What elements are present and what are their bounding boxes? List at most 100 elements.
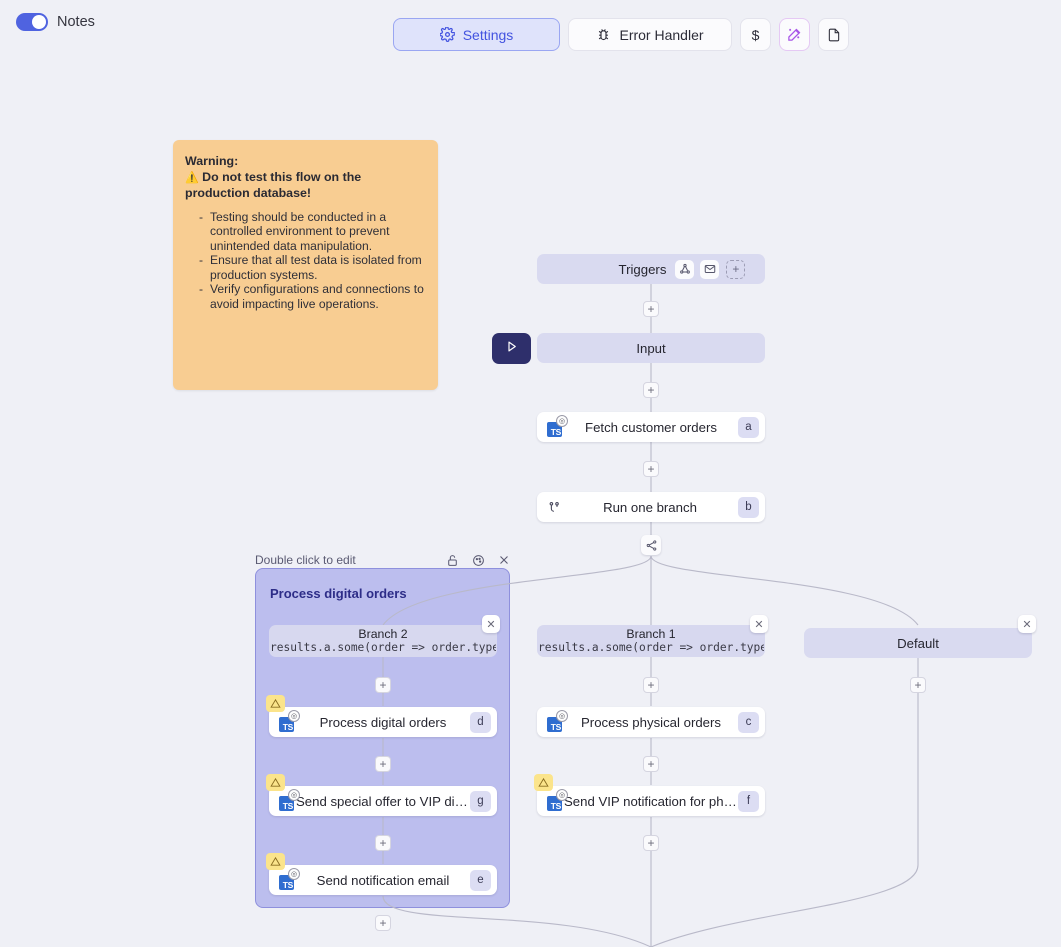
settings-button-label: Settings bbox=[462, 26, 514, 43]
play-icon bbox=[504, 339, 519, 359]
remove-branch-button[interactable]: ✕ bbox=[482, 615, 500, 633]
step-label: Send special offer to VIP digital c... bbox=[296, 793, 470, 809]
note-bullet-list: Testing should be conducted in a control… bbox=[199, 210, 424, 312]
step-node-run-one-branch[interactable]: Run one branch b bbox=[537, 492, 765, 522]
add-step-button[interactable]: + bbox=[375, 756, 391, 772]
list-item: Ensure that all test data is isolated fr… bbox=[199, 253, 424, 282]
branch-default-node[interactable]: Default bbox=[804, 628, 1032, 658]
file-icon bbox=[827, 28, 841, 42]
lock-icon[interactable] bbox=[446, 554, 459, 567]
add-step-button[interactable]: + bbox=[643, 382, 659, 398]
cost-button[interactable]: $ bbox=[740, 18, 771, 51]
step-badge: c bbox=[738, 711, 759, 733]
run-flow-button[interactable] bbox=[492, 333, 531, 364]
branch-condition-1[interactable]: Branch 1 results.a.some(order => order.t… bbox=[537, 625, 765, 657]
git-branch-icon bbox=[547, 500, 562, 515]
typescript-icon: TS◎ bbox=[279, 867, 300, 890]
node-group-box[interactable] bbox=[255, 568, 510, 908]
step-badge: d bbox=[470, 711, 491, 733]
add-step-button[interactable]: + bbox=[375, 915, 391, 931]
typescript-icon: TS◎ bbox=[279, 788, 300, 811]
note-heading-line1: Warning: bbox=[185, 154, 239, 168]
dollar-icon: $ bbox=[751, 26, 760, 43]
node-group-header: Double click to edit bbox=[255, 551, 510, 569]
gear-icon bbox=[439, 27, 455, 42]
toolbar-buttons: Settings Error Handler $ bbox=[393, 18, 849, 51]
step-badge: e bbox=[470, 869, 491, 891]
branch-condition-expression: results.a.some(order => order.type bbox=[270, 640, 496, 654]
typescript-icon: TS◎ bbox=[547, 788, 568, 811]
step-label: Process physical orders bbox=[581, 714, 721, 730]
warning-emoji-icon: ⚠️ bbox=[185, 171, 199, 184]
step-node-process-digital-orders[interactable]: TS◎ Process digital orders d bbox=[269, 707, 497, 737]
step-badge: a bbox=[738, 416, 759, 438]
typescript-icon: TS◎ bbox=[279, 709, 300, 732]
add-step-button[interactable]: + bbox=[375, 835, 391, 851]
settings-button[interactable]: Settings bbox=[393, 18, 560, 51]
list-item: Testing should be conducted in a control… bbox=[199, 210, 424, 254]
add-trigger-icon[interactable]: + bbox=[726, 259, 746, 279]
branch-condition-2[interactable]: Branch 2 results.a.some(order => order.t… bbox=[269, 625, 497, 657]
toggle-knob bbox=[32, 15, 46, 29]
palette-icon[interactable] bbox=[472, 554, 485, 567]
step-label: Send VIP notification for physical... bbox=[564, 793, 738, 809]
step-badge: f bbox=[738, 790, 759, 812]
toolbar: Notes Settings Erro bbox=[0, 0, 1061, 62]
step-node-send-vip-notification[interactable]: TS◎ Send VIP notification for physical..… bbox=[537, 786, 765, 816]
input-node[interactable]: Input bbox=[537, 333, 765, 363]
docs-button[interactable] bbox=[818, 18, 849, 51]
notes-toggle-label: Notes bbox=[57, 14, 95, 30]
step-label: Process digital orders bbox=[319, 714, 447, 730]
step-label: Run one branch bbox=[603, 499, 697, 515]
warning-icon[interactable] bbox=[534, 774, 553, 791]
step-badge: g bbox=[470, 790, 491, 812]
webhook-icon[interactable] bbox=[675, 259, 695, 279]
warning-icon[interactable] bbox=[266, 853, 285, 870]
add-step-button[interactable]: + bbox=[910, 677, 926, 693]
notes-toggle[interactable]: Notes bbox=[16, 13, 95, 31]
typescript-icon: TS◎ bbox=[547, 414, 568, 437]
note-heading: Warning: ⚠️ Do not test this flow on the… bbox=[185, 154, 424, 202]
add-step-button[interactable]: + bbox=[375, 677, 391, 693]
step-node-process-physical-orders[interactable]: TS◎ Process physical orders c bbox=[537, 707, 765, 737]
magic-wand-icon bbox=[787, 27, 802, 42]
note-heading-line2: Do not test this flow on the production … bbox=[185, 169, 362, 201]
triggers-label: Triggers bbox=[618, 261, 667, 277]
sticky-note-warning[interactable]: Warning: ⚠️ Do not test this flow on the… bbox=[173, 140, 438, 390]
step-badge: b bbox=[738, 496, 759, 518]
add-step-button[interactable]: + bbox=[643, 461, 659, 477]
list-item: Verify configurations and connections to… bbox=[199, 282, 424, 311]
group-edit-hint: Double click to edit bbox=[255, 553, 356, 567]
step-label: Send notification email bbox=[316, 872, 450, 888]
step-node-send-special-offer[interactable]: TS◎ Send special offer to VIP digital c.… bbox=[269, 786, 497, 816]
branch-condition-expression: results.a.some(order => order.type bbox=[538, 640, 764, 654]
add-step-button[interactable]: + bbox=[643, 756, 659, 772]
node-group-title: Process digital orders bbox=[270, 586, 407, 601]
warning-icon[interactable] bbox=[266, 695, 285, 712]
branch-name: Default bbox=[897, 635, 939, 651]
branch-name: Branch 1 bbox=[626, 626, 676, 641]
warning-icon[interactable] bbox=[266, 774, 285, 791]
step-node-fetch-customer-orders[interactable]: TS◎ Fetch customer orders a bbox=[537, 412, 765, 442]
branch-split-icon bbox=[641, 535, 661, 555]
add-step-button[interactable]: + bbox=[643, 301, 659, 317]
typescript-icon: TS◎ bbox=[547, 709, 568, 732]
ai-assistant-button[interactable] bbox=[779, 18, 810, 51]
email-icon[interactable] bbox=[700, 259, 720, 279]
step-node-send-notification-email[interactable]: TS◎ Send notification email e bbox=[269, 865, 497, 895]
bug-icon bbox=[596, 27, 611, 42]
error-handler-button[interactable]: Error Handler bbox=[568, 18, 732, 51]
add-step-button[interactable]: + bbox=[643, 835, 659, 851]
close-icon[interactable] bbox=[498, 554, 510, 566]
add-step-button[interactable]: + bbox=[643, 677, 659, 693]
notes-toggle-switch[interactable] bbox=[16, 13, 48, 31]
input-node-label: Input bbox=[636, 340, 666, 356]
remove-branch-button[interactable]: ✕ bbox=[750, 615, 768, 633]
triggers-node[interactable]: Triggers + bbox=[537, 254, 765, 284]
error-handler-label: Error Handler bbox=[619, 26, 704, 43]
remove-branch-button[interactable]: ✕ bbox=[1018, 615, 1036, 633]
branch-name: Branch 2 bbox=[358, 626, 408, 641]
